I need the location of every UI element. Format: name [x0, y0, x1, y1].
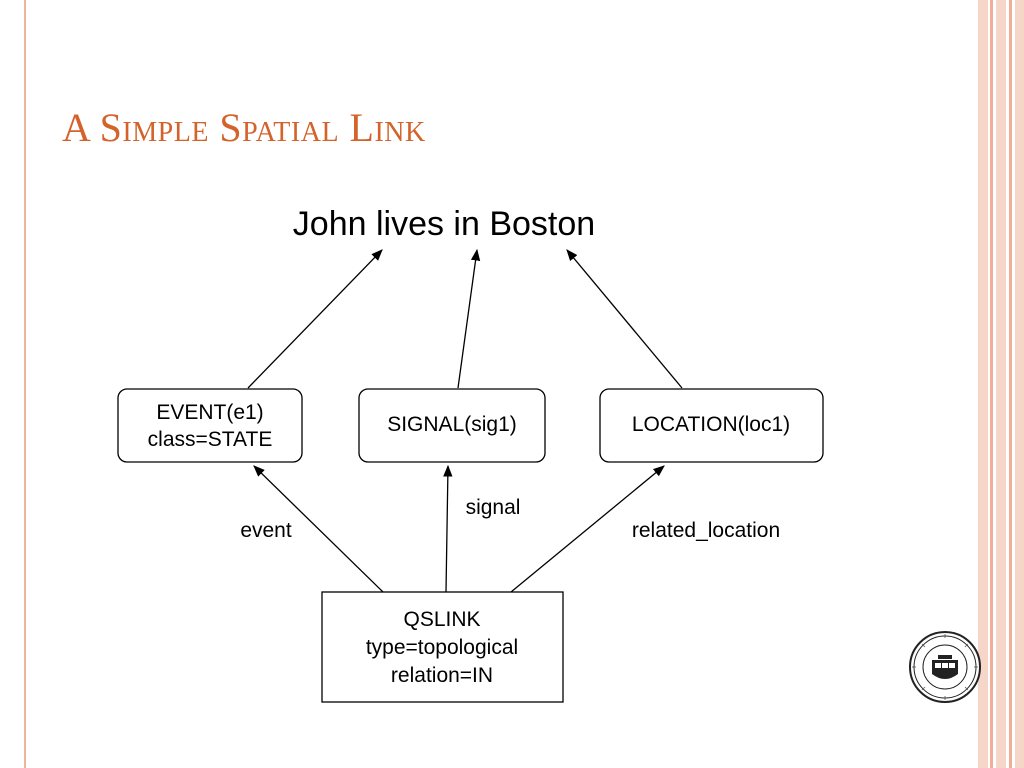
- university-seal-icon: [909, 631, 981, 703]
- signal-node: SIGNAL(sig1): [358, 388, 546, 463]
- sentence-text: John lives in Boston: [293, 205, 595, 243]
- event-node-line-1: EVENT(e1): [156, 401, 263, 424]
- right-border-band: [996, 0, 1006, 768]
- arrow-event-to-john: [247, 249, 383, 389]
- right-border-band: [978, 0, 988, 768]
- edge-label-related-location: related_location: [632, 519, 780, 542]
- arrow-qslink-to-location: [510, 465, 665, 593]
- qslink-node-line-2: type=topological: [366, 636, 518, 659]
- arrow-qslink-to-signal: [443, 464, 453, 593]
- arrow-qslink-to-event: [253, 465, 384, 593]
- signal-node-label: SIGNAL(sig1): [387, 413, 517, 436]
- edge-label-event: event: [240, 519, 292, 542]
- arrow-signal-to-in: [457, 248, 481, 389]
- qslink-node-line-1: QSLINK: [403, 608, 480, 631]
- arrow-location-to-boston: [566, 249, 683, 389]
- edge-label-signal: signal: [466, 496, 521, 519]
- left-border-line: [24, 0, 26, 768]
- qslink-node-line-3: relation=IN: [391, 664, 493, 687]
- event-node-line-2: class=STATE: [148, 428, 273, 451]
- slide-title: A Simple Spatial Link: [62, 105, 426, 150]
- right-border-line: [990, 0, 993, 768]
- location-node-label: LOCATION(loc1): [632, 413, 790, 436]
- right-border-band: [1015, 0, 1024, 768]
- location-node: LOCATION(loc1): [599, 388, 824, 463]
- qslink-node: QSLINK type=topological relation=IN: [321, 591, 564, 703]
- right-border-line: [1009, 0, 1012, 768]
- event-node: EVENT(e1) class=STATE: [117, 388, 303, 463]
